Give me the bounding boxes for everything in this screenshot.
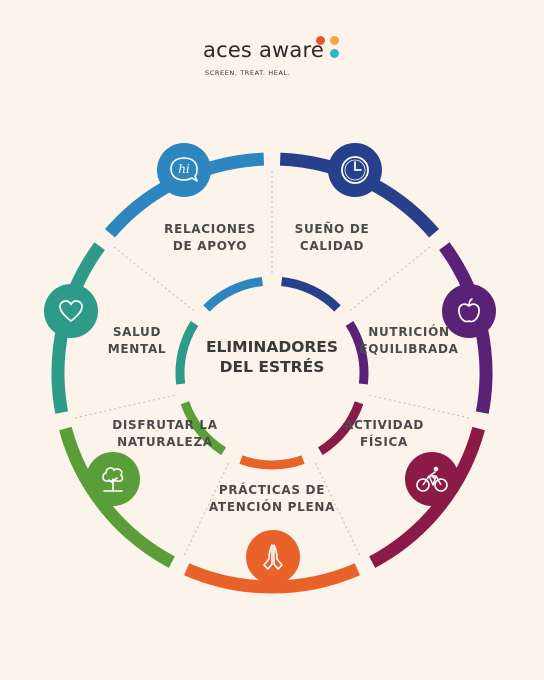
- logo-dot-2: [330, 36, 339, 45]
- divider-6: [112, 245, 195, 312]
- label-naturaleza-line2: NATURALEZA: [117, 435, 213, 449]
- center-title-line2: DEL ESTRÉS: [219, 358, 325, 376]
- label-sueno: SUEÑO DE CALIDAD: [276, 221, 388, 255]
- label-sueno-line2: CALIDAD: [299, 239, 365, 253]
- praying-hands-icon: [246, 530, 300, 584]
- heart-icon: [44, 284, 98, 338]
- label-practicas-line2: ATENCIÓN PLENA: [208, 500, 336, 514]
- outer-arc-actividad: [369, 426, 485, 568]
- label-practicas: PRÁCTICAS DE ATENCIÓN PLENA: [192, 482, 352, 516]
- logo-dot-3: [330, 49, 339, 58]
- label-naturaleza: DISFRUTAR LA NATURALEZA: [100, 417, 230, 451]
- outer-arc-naturaleza: [59, 426, 175, 568]
- inner-arc-actividad: [317, 401, 364, 456]
- inner-arc-relaciones: [203, 277, 263, 312]
- tree-icon: [86, 452, 140, 506]
- label-actividad: ACTIVIDAD FÍSICA: [324, 417, 444, 451]
- apple-icon: [442, 284, 496, 338]
- center-title-line1: ELIMINADORES: [205, 338, 339, 356]
- clock-icon: [328, 143, 382, 197]
- label-sueno-line1: SUEÑO DE: [294, 222, 370, 236]
- divider-1: [349, 245, 432, 312]
- segment-dividers: [72, 169, 472, 558]
- label-nutricion: NUTRICIÓN EQUILIBRADA: [344, 324, 474, 358]
- inner-arc-salud: [175, 321, 199, 385]
- outer-arc-practicas: [184, 563, 360, 594]
- inner-arc-nutricion: [345, 321, 369, 385]
- brand-tagline: SCREEN. TREAT. HEAL.: [205, 69, 291, 77]
- inner-arc-sueno: [281, 277, 341, 312]
- cyclist-icon: [405, 452, 459, 506]
- speech-bubble-icon: hi: [157, 143, 211, 197]
- label-practicas-line1: PRÁCTICAS DE: [218, 483, 326, 497]
- divider-4: [183, 462, 230, 558]
- logo: aces aware SCREEN. TREAT. HEAL.: [0, 0, 544, 90]
- inner-arc-naturaleza: [180, 401, 227, 456]
- label-relaciones-line1: RELACIONES: [164, 222, 256, 236]
- inner-ring: [175, 277, 369, 470]
- label-naturaleza-line1: DISFRUTAR LA: [112, 418, 218, 432]
- label-relaciones: RELACIONES DE APOYO: [150, 221, 270, 255]
- logo-dot-1: [316, 36, 325, 45]
- divider-3: [314, 462, 361, 558]
- inner-arc-practicas: [239, 455, 305, 470]
- label-actividad-line1: ACTIVIDAD: [343, 418, 424, 432]
- label-salud: SALUD MENTAL: [82, 324, 192, 358]
- label-relaciones-line2: DE APOYO: [172, 239, 248, 253]
- label-nutricion-line1: NUTRICIÓN: [368, 325, 450, 339]
- divider-2: [369, 394, 472, 419]
- brand-name: aces aware: [203, 38, 324, 62]
- label-nutricion-line2: EQUILIBRADA: [359, 342, 459, 356]
- speech-bubble-text: hi: [178, 162, 190, 176]
- label-actividad-line2: FÍSICA: [359, 435, 409, 449]
- divider-5: [72, 394, 175, 419]
- label-salud-line2: MENTAL: [107, 342, 167, 356]
- label-salud-line1: SALUD: [112, 325, 162, 339]
- center-title: ELIMINADORES DEL ESTRÉS: [192, 337, 352, 377]
